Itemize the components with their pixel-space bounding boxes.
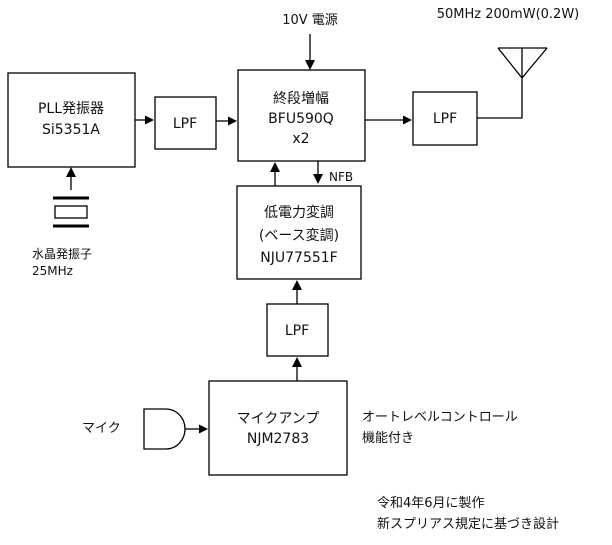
- agc-note-line2: 機能付き: [362, 431, 414, 446]
- agc-note-line1: オートレベルコントロール: [362, 410, 518, 425]
- modulator-block: 低電力変調 (ベース変調) NJU77551F: [236, 185, 362, 280]
- antenna-icon: [477, 47, 548, 119]
- lpf-input-label: LPF: [173, 116, 197, 132]
- lpf-mod-block: LPF: [266, 303, 329, 357]
- final-amp-line1: 終段増幅: [273, 91, 329, 107]
- nfb-label: NFB: [329, 170, 353, 184]
- microphone-icon: [143, 408, 186, 450]
- crystal-label-line1: 水晶発振子: [32, 247, 92, 261]
- pll-line1: PLL発振器: [38, 101, 104, 117]
- footer-line1: 令和4年6月に製作: [377, 496, 485, 511]
- mic-label: マイク: [82, 421, 121, 436]
- mic-amp-line2: NJM2783: [247, 431, 309, 447]
- final-amp-line3: x2: [292, 131, 309, 147]
- arrow-lpf-to-final-amp: [216, 116, 237, 126]
- pll-oscillator-block: PLL発振器 Si5351A: [7, 72, 136, 168]
- arrow-modulator-to-final-amp: [270, 162, 280, 186]
- lpf-output-label: LPF: [433, 111, 457, 127]
- arrow-nfb: [313, 161, 323, 184]
- final-amp-block: 終段増幅 BFU590Q x2: [237, 69, 366, 162]
- power-label: 10V 電源: [282, 13, 338, 28]
- arrow-final-amp-to-lpf-out: [365, 115, 412, 125]
- mic-amp-line1: マイクアンプ: [237, 411, 320, 427]
- crystal-icon: [53, 196, 89, 228]
- lpf-mod-label: LPF: [285, 323, 309, 339]
- modulator-line3: NJU77551F: [260, 250, 337, 266]
- arrow-lpf-to-modulator: [292, 280, 302, 304]
- modulator-line2: (ベース変調): [259, 227, 339, 244]
- footer-line2: 新スプリアス規定に基づき設計: [377, 516, 559, 532]
- arrow-crystal-to-pll: [66, 167, 76, 190]
- lpf-input-block: LPF: [154, 96, 217, 150]
- output-spec-label: 50MHz 200mW(0.2W): [437, 7, 580, 22]
- modulator-line1: 低電力変調: [264, 204, 334, 221]
- crystal-label-line2: 25MHz: [32, 264, 73, 278]
- lpf-output-block: LPF: [412, 91, 478, 146]
- pll-line2: Si5351A: [42, 122, 100, 138]
- final-amp-line2: BFU590Q: [268, 111, 334, 127]
- arrow-mic-to-mic-amp: [185, 424, 208, 434]
- mic-amp-block: マイクアンプ NJM2783: [208, 380, 348, 476]
- arrow-mic-amp-to-lpf: [292, 357, 302, 381]
- power-arrow: [305, 34, 315, 70]
- arrow-pll-to-lpf: [135, 115, 154, 125]
